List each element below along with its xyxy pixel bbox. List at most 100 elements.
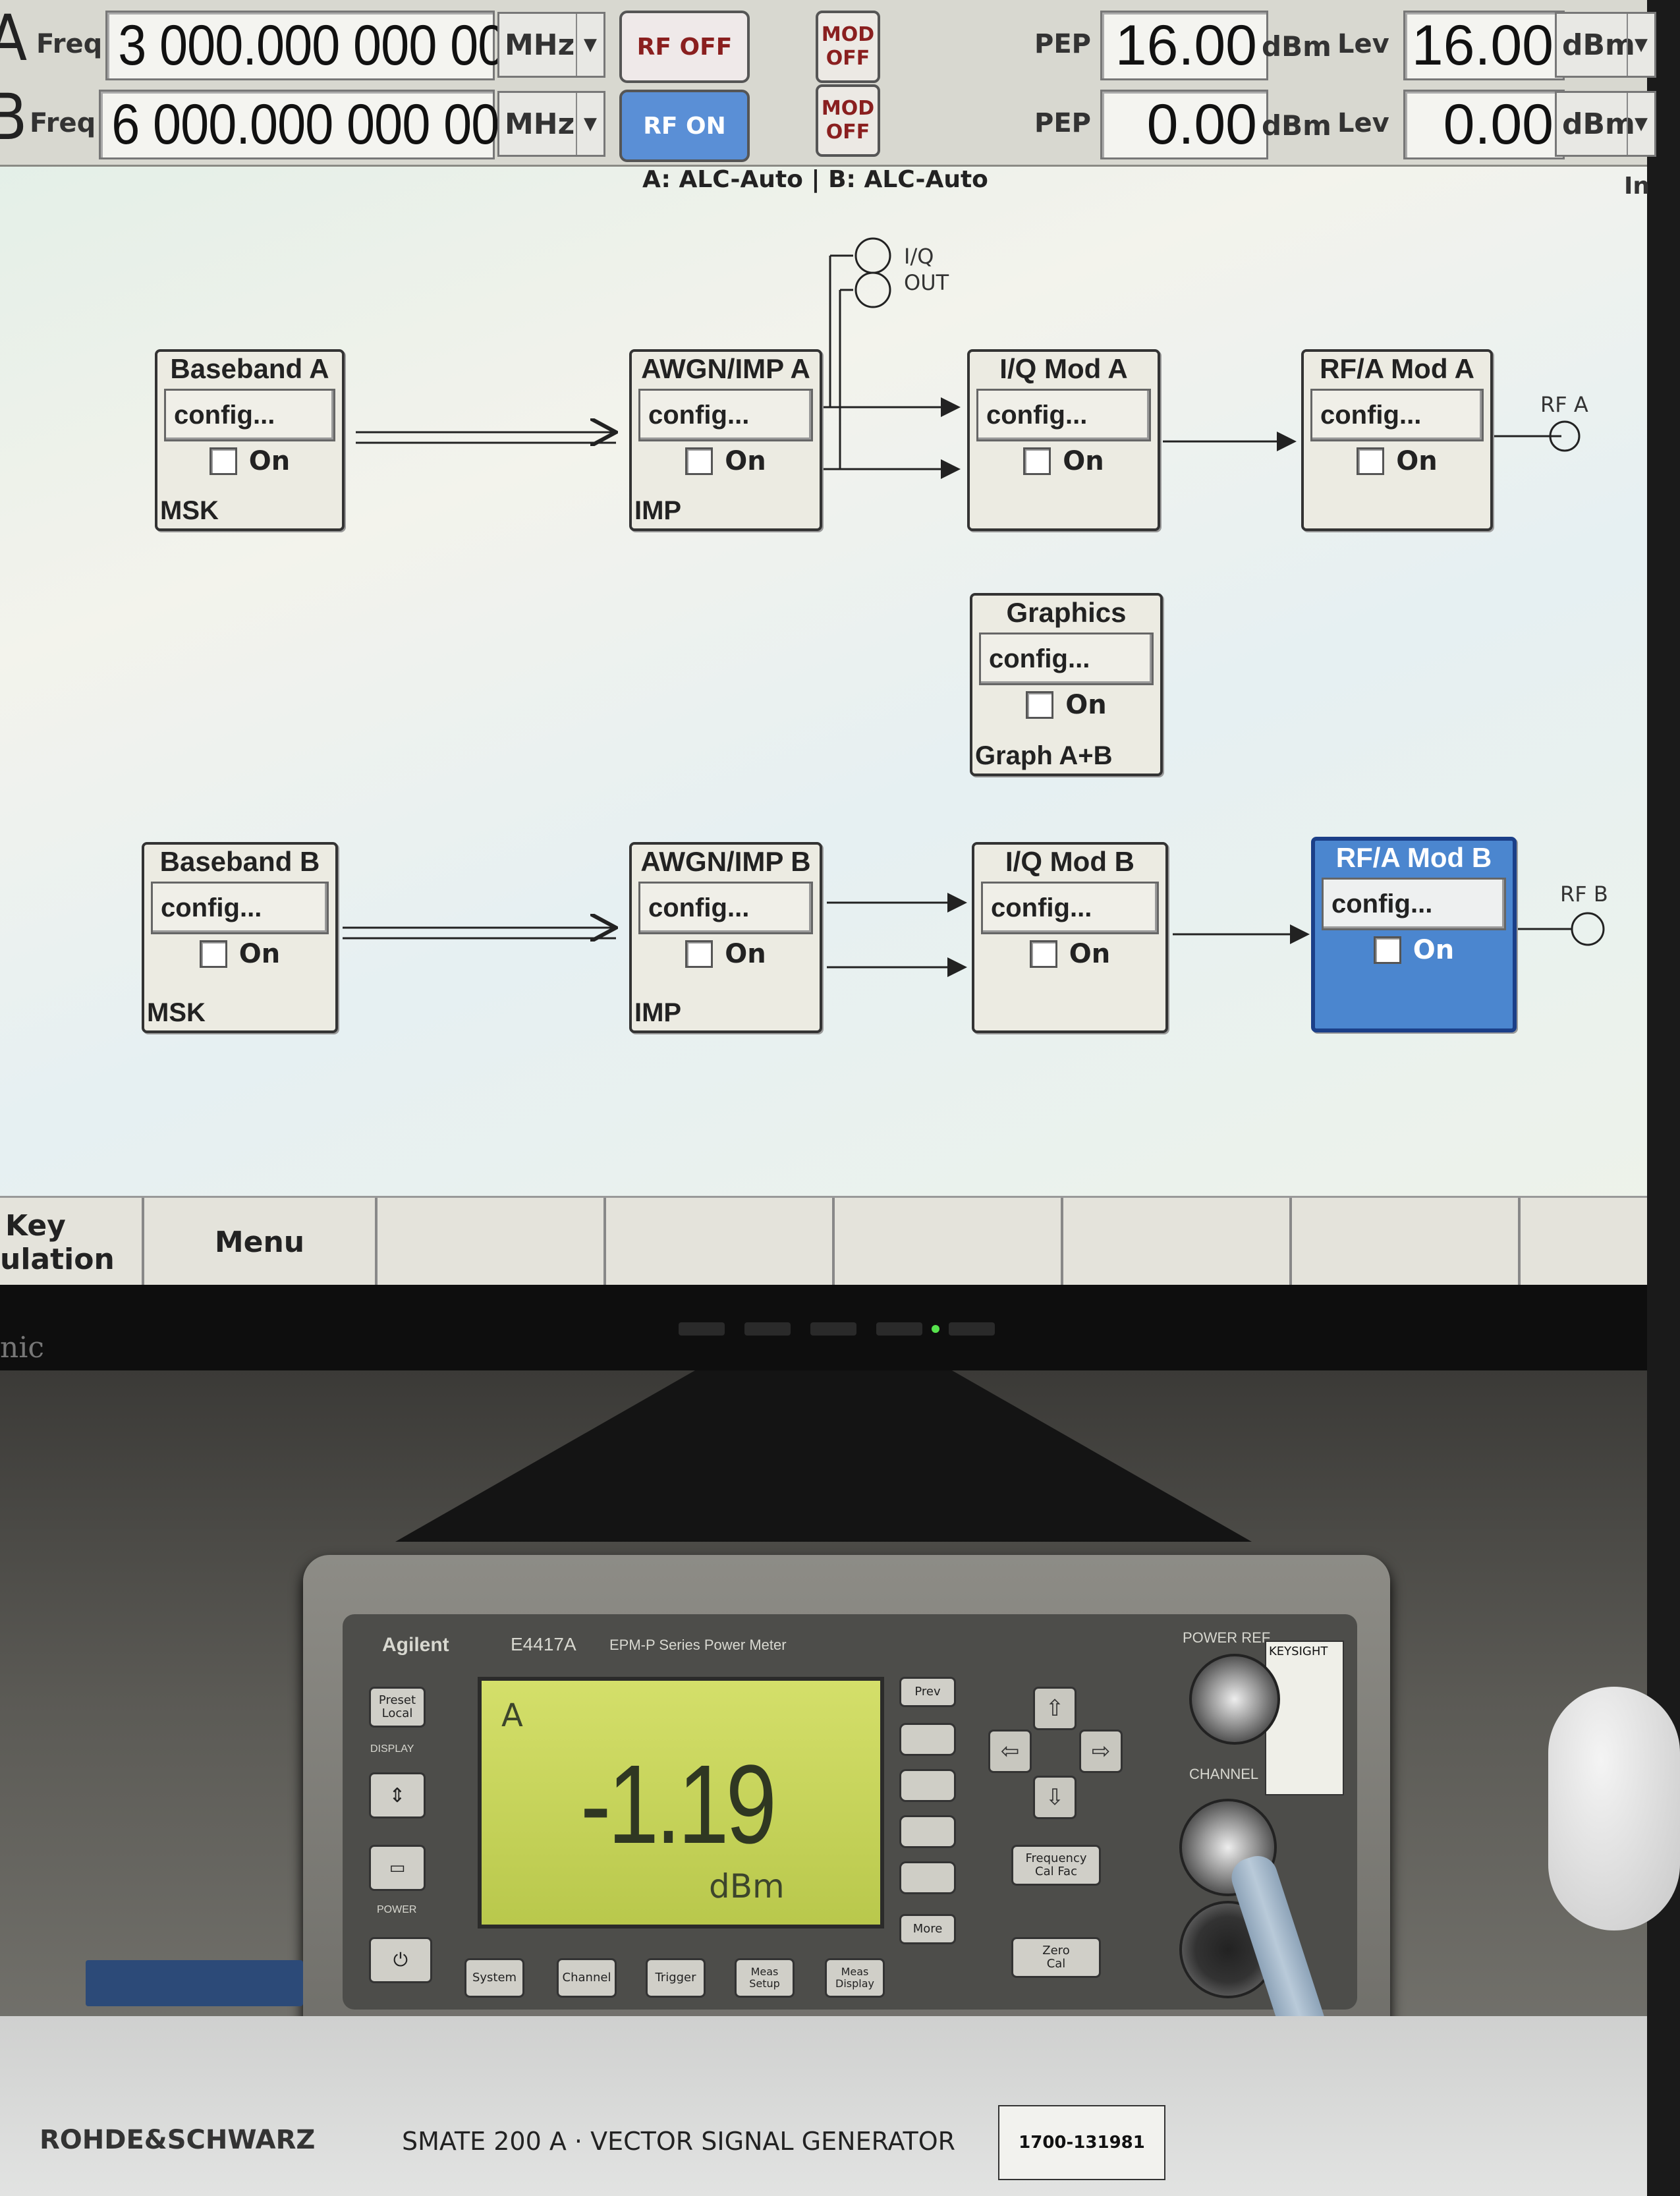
iq-out-label-line1: I/Q xyxy=(904,244,934,269)
trigger-button[interactable]: Trigger xyxy=(646,1958,706,1998)
rfmod-b-on-checkbox[interactable]: ✔On xyxy=(1315,935,1513,965)
meter-series: EPM-P Series Power Meter xyxy=(609,1637,787,1653)
pep-b-label: PEP xyxy=(1034,108,1091,138)
iqmod-b-config-button[interactable]: config... xyxy=(981,882,1159,934)
graphics-on-checkbox[interactable]: On xyxy=(972,690,1160,720)
lev-a-field[interactable]: 16.00 xyxy=(1403,11,1565,80)
lev-b-label: Lev xyxy=(1337,108,1389,138)
iqmod-b-block[interactable]: I/Q Mod B config... On xyxy=(972,842,1168,1033)
rfmod-a-block[interactable]: RF/A Mod A config... On xyxy=(1301,349,1493,531)
baseband-a-block[interactable]: Baseband A config... On MSK xyxy=(155,349,345,531)
baseband-b-on-checkbox[interactable]: On xyxy=(144,939,335,969)
softkey-empty-1[interactable] xyxy=(378,1198,606,1287)
awgn-b-block[interactable]: AWGN/IMP B config... On IMP xyxy=(629,842,822,1033)
zero-cal-button[interactable]: Zero Cal xyxy=(1011,1937,1101,1978)
softkey-bar: Key ulation Menu xyxy=(0,1196,1647,1287)
mod-b-button[interactable]: MOD OFF xyxy=(816,84,880,157)
graphics-mode: Graph A+B xyxy=(975,741,1113,770)
lev-b-field[interactable]: 0.00 xyxy=(1403,90,1565,159)
system-button[interactable]: System xyxy=(464,1958,524,1998)
info-tab-stub[interactable]: In xyxy=(1624,173,1650,200)
baseband-b-title: Baseband B xyxy=(159,846,320,877)
softkey-empty-3[interactable] xyxy=(835,1198,1063,1287)
power-button[interactable]: ⏻ xyxy=(369,1937,432,1983)
rfmod-b-config-button[interactable]: config... xyxy=(1322,878,1506,930)
awgn-b-config-button[interactable]: config... xyxy=(638,882,813,934)
generator-model: SMATE 200 A · VECTOR SIGNAL GENERATOR xyxy=(402,2127,956,2156)
pep-a-field[interactable]: 16.00 xyxy=(1100,11,1268,80)
awgn-a-block[interactable]: AWGN/IMP A config... On IMP xyxy=(629,349,822,531)
baseband-a-title: Baseband A xyxy=(170,353,329,384)
awgn-a-on-checkbox[interactable]: On xyxy=(632,446,820,476)
arrow-right-icon[interactable]: ⇨ xyxy=(1079,1730,1123,1773)
lcd-unit: dBm xyxy=(709,1867,785,1905)
monitor-button[interactable] xyxy=(810,1322,856,1336)
iqmod-b-on-label: On xyxy=(1069,939,1111,969)
channel-button[interactable]: Channel xyxy=(557,1958,617,1998)
monitor-button[interactable] xyxy=(744,1322,791,1336)
awgn-a-config-button[interactable]: config... xyxy=(638,389,813,441)
baseband-a-on-checkbox[interactable]: On xyxy=(157,446,342,476)
chevron-down-icon: ▼ xyxy=(576,14,603,76)
softkey-empty-4[interactable] xyxy=(1063,1198,1292,1287)
monitor-button[interactable] xyxy=(679,1322,725,1336)
awgn-b-title: AWGN/IMP B xyxy=(640,846,811,877)
iqmod-b-on-checkbox[interactable]: On xyxy=(974,939,1165,969)
freq-a-unit-select[interactable]: MHz ▼ xyxy=(497,12,605,78)
more-button[interactable]: More xyxy=(899,1914,956,1944)
baseband-b-block[interactable]: Baseband B config... On MSK xyxy=(142,842,338,1033)
monitor-button[interactable] xyxy=(876,1322,922,1336)
freq-a-field[interactable]: 3 000.000 000 00 xyxy=(105,11,506,80)
display-window-button[interactable]: ▭ xyxy=(369,1845,426,1891)
checkbox-icon xyxy=(1023,447,1051,475)
freq-a-label: Freq xyxy=(36,29,103,59)
lev-a-unit-select[interactable]: dBm ▼ xyxy=(1555,12,1656,78)
lev-b-value: 0.00 xyxy=(1443,92,1554,156)
pep-a-unit: dBm xyxy=(1262,30,1331,63)
baseband-a-on-label: On xyxy=(248,446,291,476)
path-b-letter: B xyxy=(0,80,28,154)
softkey-menu[interactable]: Menu xyxy=(144,1198,378,1287)
power-led-icon xyxy=(932,1325,939,1333)
meas-display-button[interactable]: Meas Display xyxy=(825,1958,885,1998)
mod-a-button[interactable]: MOD OFF xyxy=(816,11,880,83)
zero-line2: Cal xyxy=(1046,1957,1066,1971)
arrow-down-icon[interactable]: ⇩ xyxy=(1033,1776,1077,1819)
lev-a-unit: dBm xyxy=(1562,28,1635,62)
frequency-calfac-button[interactable]: Frequency Cal Fac xyxy=(1011,1845,1101,1886)
pep-b-field[interactable]: 0.00 xyxy=(1100,90,1268,159)
meter-softkey-2[interactable] xyxy=(899,1769,956,1802)
softkey-empty-2[interactable] xyxy=(606,1198,835,1287)
graphics-block[interactable]: Graphics config... On Graph A+B xyxy=(970,593,1163,776)
softkey-modulation-line2: ulation xyxy=(0,1242,115,1276)
baseband-a-config-button[interactable]: config... xyxy=(164,389,335,441)
iqmod-a-block[interactable]: I/Q Mod A config... On xyxy=(967,349,1160,531)
arrow-left-icon[interactable]: ⇦ xyxy=(988,1730,1032,1773)
mod-b-line2: OFF xyxy=(826,121,870,144)
rf-b-button[interactable]: RF ON xyxy=(619,90,750,162)
rfmod-a-config-button[interactable]: config... xyxy=(1310,389,1484,441)
baseband-b-config-button[interactable]: config... xyxy=(151,882,329,934)
freq-b-field[interactable]: 6 000.000 000 00 xyxy=(99,90,499,159)
softkey-modulation[interactable]: Key ulation xyxy=(0,1198,144,1287)
meter-softkey-3[interactable] xyxy=(899,1815,956,1848)
prev-button[interactable]: Prev xyxy=(899,1677,956,1707)
monitor-power-button[interactable] xyxy=(949,1322,995,1336)
lev-b-unit-select[interactable]: dBm ▼ xyxy=(1555,91,1656,157)
iqmod-a-config-button[interactable]: config... xyxy=(976,389,1151,441)
preset-local-button[interactable]: Preset Local xyxy=(369,1687,426,1728)
rfmod-b-block[interactable]: RF/A Mod B config... ✔On xyxy=(1311,837,1517,1032)
softkey-empty-5[interactable] xyxy=(1292,1198,1521,1287)
freq-b-unit-select[interactable]: MHz ▼ xyxy=(497,91,605,157)
iqmod-a-on-checkbox[interactable]: On xyxy=(970,446,1158,476)
meter-softkey-1[interactable] xyxy=(899,1723,956,1756)
display-updown-button[interactable]: ⇕ xyxy=(369,1772,426,1818)
meter-softkey-4[interactable] xyxy=(899,1861,956,1894)
meas-setup-button[interactable]: Meas Setup xyxy=(735,1958,795,1998)
rf-a-button[interactable]: RF OFF xyxy=(619,11,750,83)
arrow-up-icon[interactable]: ⇧ xyxy=(1033,1687,1077,1730)
graphics-config-button[interactable]: config... xyxy=(979,633,1154,685)
awgn-b-on-checkbox[interactable]: On xyxy=(632,939,820,969)
rfmod-a-on-checkbox[interactable]: On xyxy=(1304,446,1490,476)
freq-b-unit: MHz xyxy=(505,107,575,141)
